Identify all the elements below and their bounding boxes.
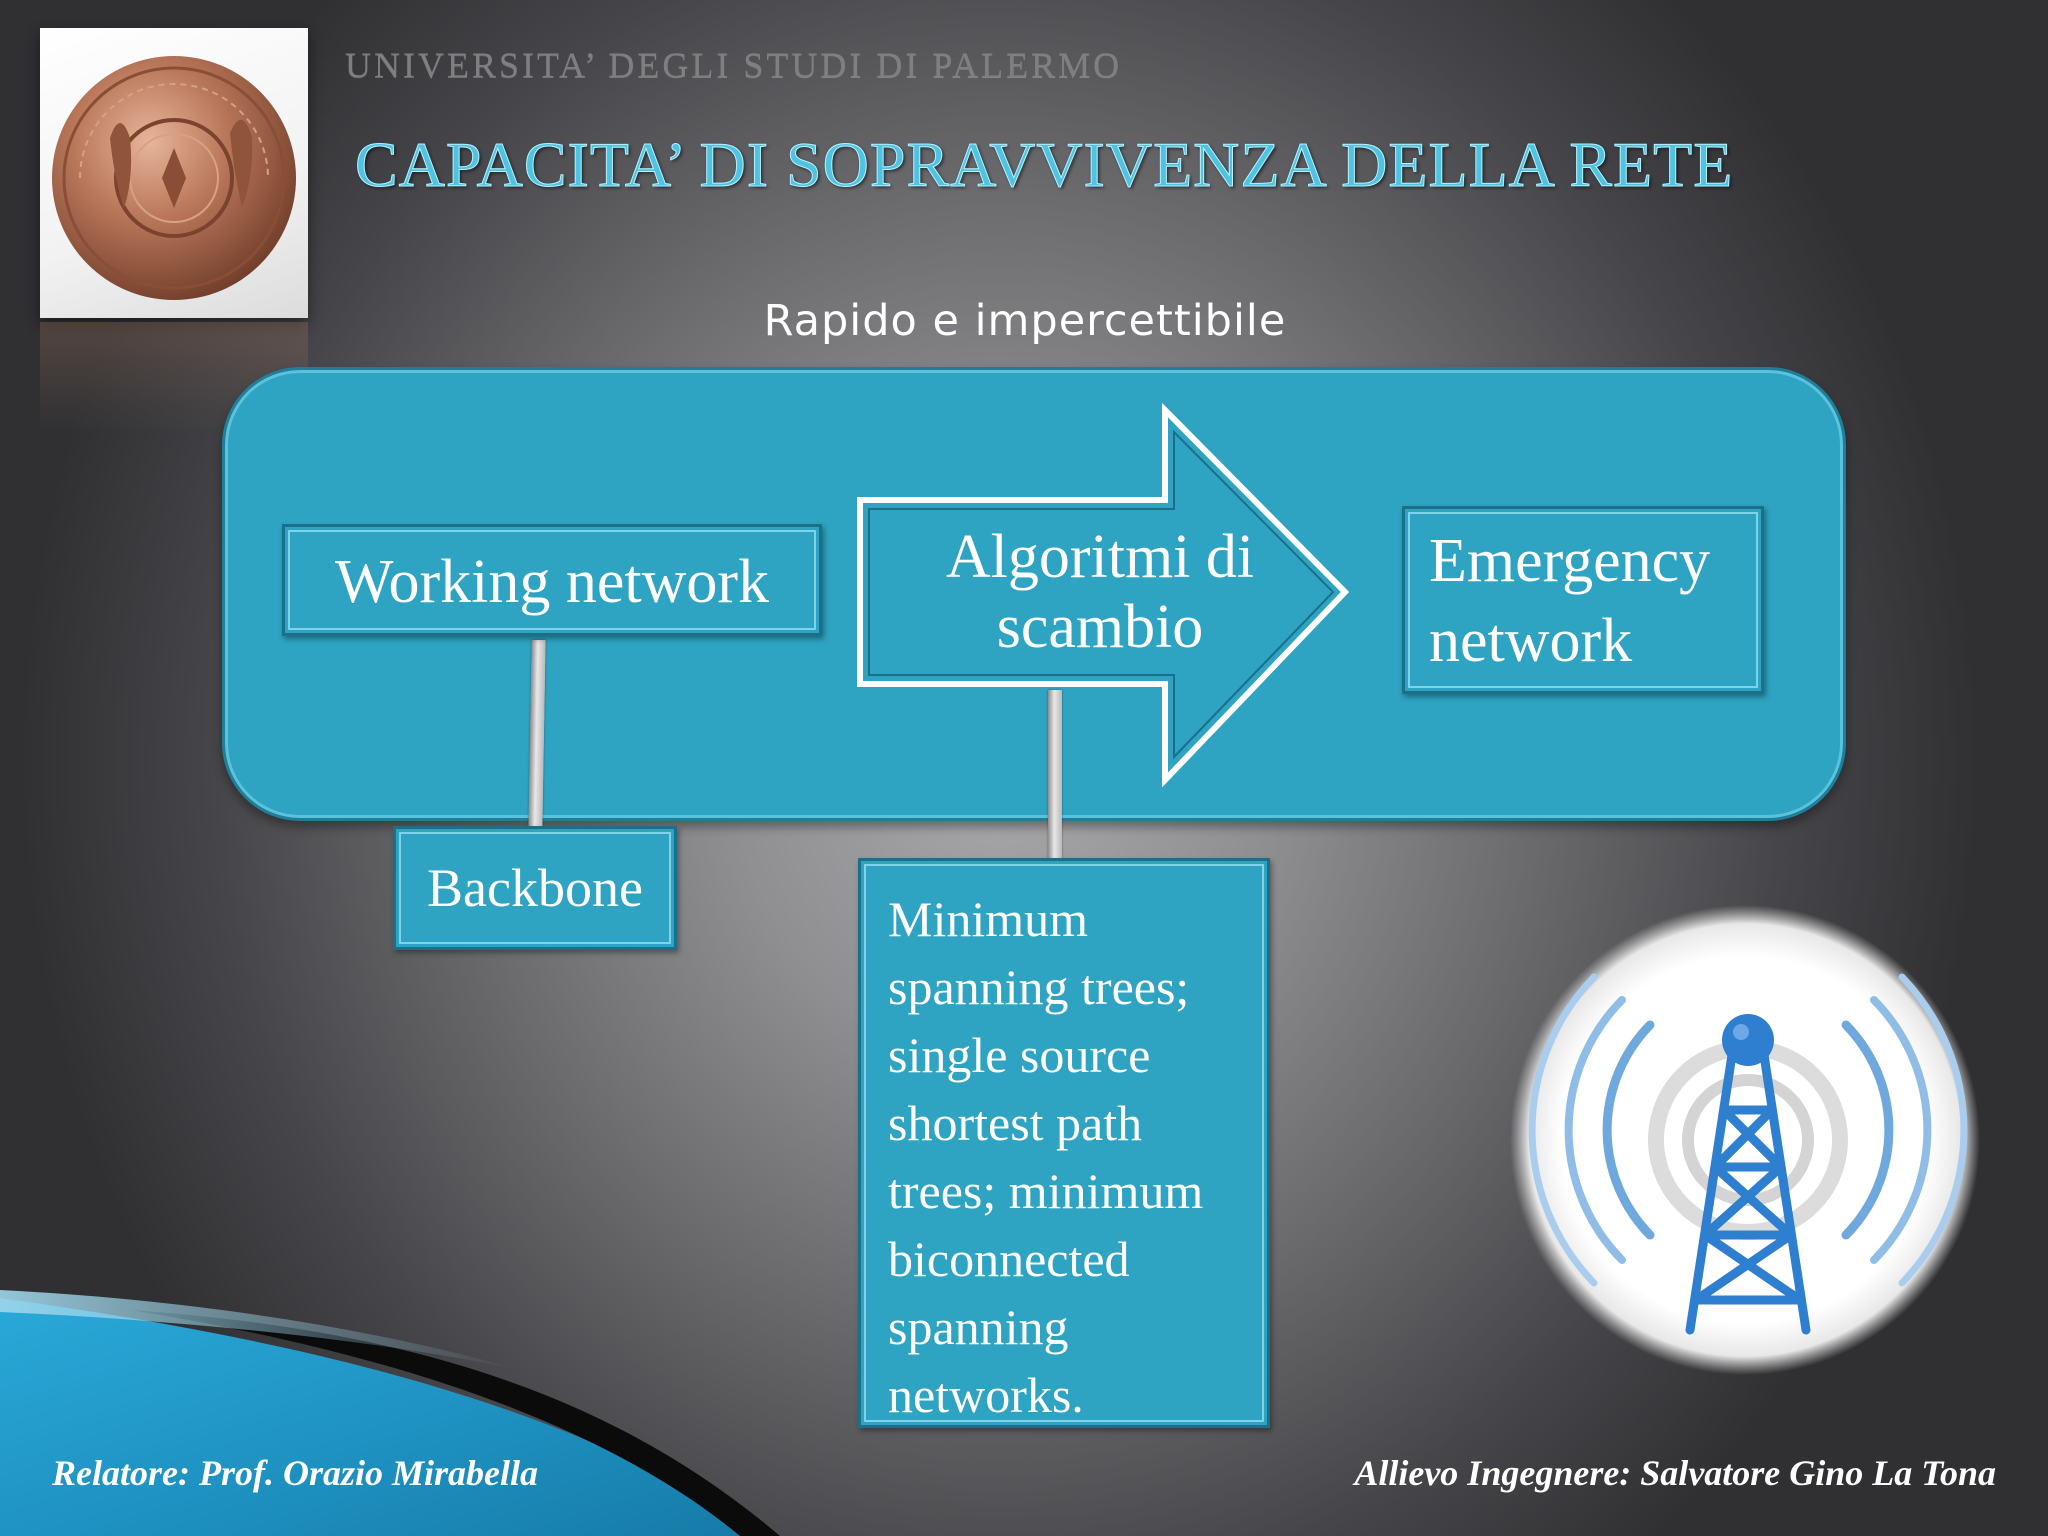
slide-title: CAPACITA’ DI SOPRAVVIVENZA DELLA RETE — [355, 129, 1734, 201]
algorithms-list-line: networks. — [888, 1367, 1084, 1423]
university-seal-frame — [40, 28, 308, 318]
algorithm-label-line1: Algoritmi di — [945, 523, 1255, 591]
university-name: UNIVERSITA’ DEGLI STUDI DI PALERMO — [345, 45, 1123, 85]
emergency-label-line2: network — [1429, 607, 1633, 675]
radio-tower-icon — [1510, 905, 1980, 1375]
algorithms-list-line: spanning trees; — [888, 959, 1190, 1015]
footer-allievo: Allievo Ingegnere: Salvatore Gino La Ton… — [1354, 1453, 1996, 1493]
emergency-label-line1: Emergency — [1429, 527, 1711, 595]
algorithms-list-line: Minimum — [888, 891, 1089, 947]
emergency-network-box: Emergency network — [1402, 506, 1764, 694]
connector-algorithm-list — [1048, 690, 1062, 860]
algorithms-list-line: shortest path — [888, 1095, 1143, 1151]
algorithm-label: Algoritmi di scambio — [880, 522, 1320, 662]
diagram-caption: Rapido e impercettibile — [763, 296, 1287, 346]
algorithms-list-line: spanning — [888, 1299, 1069, 1355]
working-network-box: Working network — [282, 524, 822, 636]
university-seal-icon — [52, 56, 296, 300]
algorithms-list-line: trees; minimum — [888, 1163, 1204, 1219]
algorithms-list-line: single source — [888, 1027, 1151, 1083]
algorithm-label-line2: scambio — [996, 593, 1204, 661]
algorithms-list-box: Minimum spanning trees; single source sh… — [858, 858, 1270, 1428]
backbone-box: Backbone — [393, 826, 677, 950]
algorithms-list-line: biconnected — [888, 1231, 1130, 1287]
transition-arrow — [857, 402, 1350, 788]
footer-relatore: Relatore: Prof. Orazio Mirabella — [52, 1453, 538, 1493]
